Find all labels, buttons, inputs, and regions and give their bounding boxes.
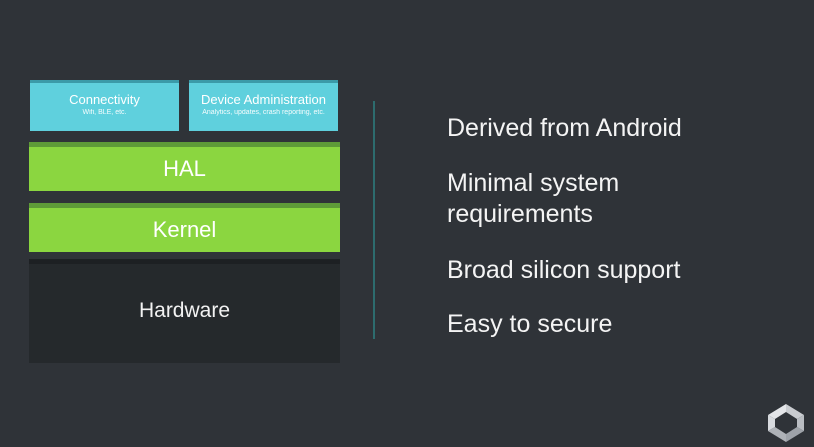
feature-text: Broad silicon support <box>447 256 681 284</box>
feature-text: Derived from Android <box>447 114 682 142</box>
feature-text: Easy to secure <box>447 310 613 338</box>
hal-label: HAL <box>163 155 206 181</box>
hardware-layer-edge <box>29 259 340 264</box>
kernel-layer-edge <box>29 203 340 208</box>
feature-text: Minimal system <box>447 169 620 197</box>
feature-item: Broad silicon support <box>447 255 680 286</box>
hardware-layer: Hardware <box>29 259 340 363</box>
feature-item: Minimal system requirements <box>447 168 619 230</box>
feature-item: Derived from Android <box>447 113 682 144</box>
hal-layer: HAL <box>29 142 340 191</box>
brand-chevron-logo-icon <box>768 404 804 442</box>
device-admin-box: Device Administration Analytics, updates… <box>189 80 338 131</box>
kernel-label: Kernel <box>152 216 217 242</box>
connectivity-subtitle: Wifi, BLE, etc. <box>82 109 127 116</box>
device-admin-title: Device Administration <box>201 92 326 107</box>
connectivity-title: Connectivity <box>69 92 140 107</box>
vertical-divider <box>373 101 375 339</box>
device-admin-subtitle: Analytics, updates, crash reporting, etc… <box>202 109 325 116</box>
hardware-label: Hardware <box>138 299 231 322</box>
connectivity-box: Connectivity Wifi, BLE, etc. <box>30 80 179 131</box>
feature-text-line2: requirements <box>447 200 593 228</box>
hal-layer-edge <box>29 142 340 147</box>
feature-item: Easy to secure <box>447 309 612 340</box>
kernel-layer: Kernel <box>29 203 340 252</box>
